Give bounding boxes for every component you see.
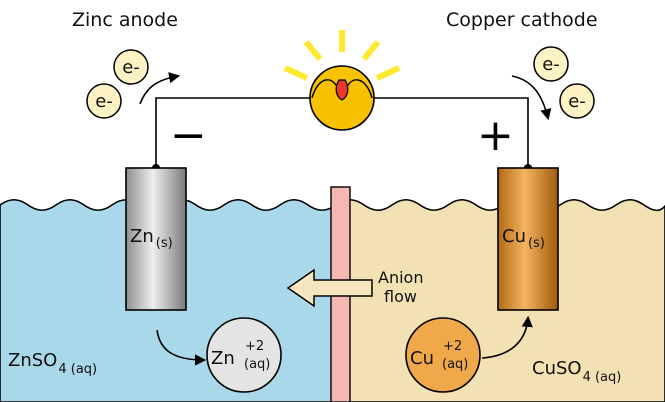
electron-label: e- bbox=[542, 54, 560, 75]
electron-flow-arrow-left bbox=[139, 72, 181, 105]
copper-ion-circle bbox=[405, 317, 481, 393]
electron-bubble bbox=[113, 49, 149, 85]
copper-electrode-label: Cu(s) bbox=[502, 226, 545, 251]
electron-label: e- bbox=[122, 57, 140, 78]
light-bulb-icon bbox=[283, 30, 401, 131]
anion-flow-arrow bbox=[286, 268, 373, 308]
copper-ion-charge: +2 bbox=[443, 339, 462, 354]
electron-label: e- bbox=[568, 91, 586, 112]
zinc-sulfate-label: ZnSO4 (aq) bbox=[8, 350, 97, 377]
zinc-ion-charge: +2 bbox=[245, 339, 264, 354]
electron-label: e- bbox=[95, 91, 113, 112]
zinc-electrode-label: Zn(s) bbox=[130, 226, 173, 251]
anion-flow-label-line2: flow bbox=[384, 287, 417, 306]
electron-bubble bbox=[559, 83, 595, 119]
electron-flow-arrow-right bbox=[511, 75, 552, 121]
copper-ion-arrow bbox=[481, 315, 533, 359]
zinc-ion-label: Zn bbox=[211, 348, 235, 369]
electron-bubble bbox=[533, 46, 569, 82]
zinc-ion-state: (aq) bbox=[244, 357, 270, 372]
copper-cathode-label: Copper cathode bbox=[446, 9, 598, 31]
copper-ion-label: Cu bbox=[410, 348, 434, 369]
anion-flow-label-line1: Anion bbox=[378, 268, 423, 287]
zinc-anode-label: Zinc anode bbox=[72, 9, 178, 31]
copper-sulfate-label: CuSO4 (aq) bbox=[532, 358, 621, 385]
negative-sign: − bbox=[170, 110, 207, 161]
electron-bubble bbox=[86, 83, 122, 119]
zinc-ion-arrow bbox=[156, 329, 207, 366]
positive-sign: + bbox=[477, 110, 514, 161]
zinc-electrode bbox=[125, 167, 187, 311]
zinc-ion-circle bbox=[206, 317, 282, 393]
copper-ion-state: (aq) bbox=[442, 357, 468, 372]
copper-electrode bbox=[497, 167, 559, 311]
